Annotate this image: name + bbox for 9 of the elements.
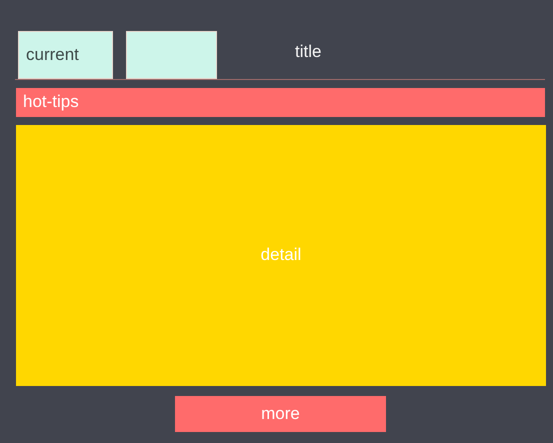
panel-label: detail bbox=[260, 245, 302, 266]
header-title: title bbox=[295, 42, 322, 62]
tab-label: current bbox=[26, 44, 79, 66]
tips-text: hot-tips bbox=[23, 92, 79, 113]
detail-panel bbox=[16, 125, 546, 386]
tips-bar bbox=[16, 88, 545, 117]
more-button: more bbox=[175, 396, 386, 432]
header-tab bbox=[126, 31, 217, 79]
header-tab bbox=[18, 31, 113, 79]
